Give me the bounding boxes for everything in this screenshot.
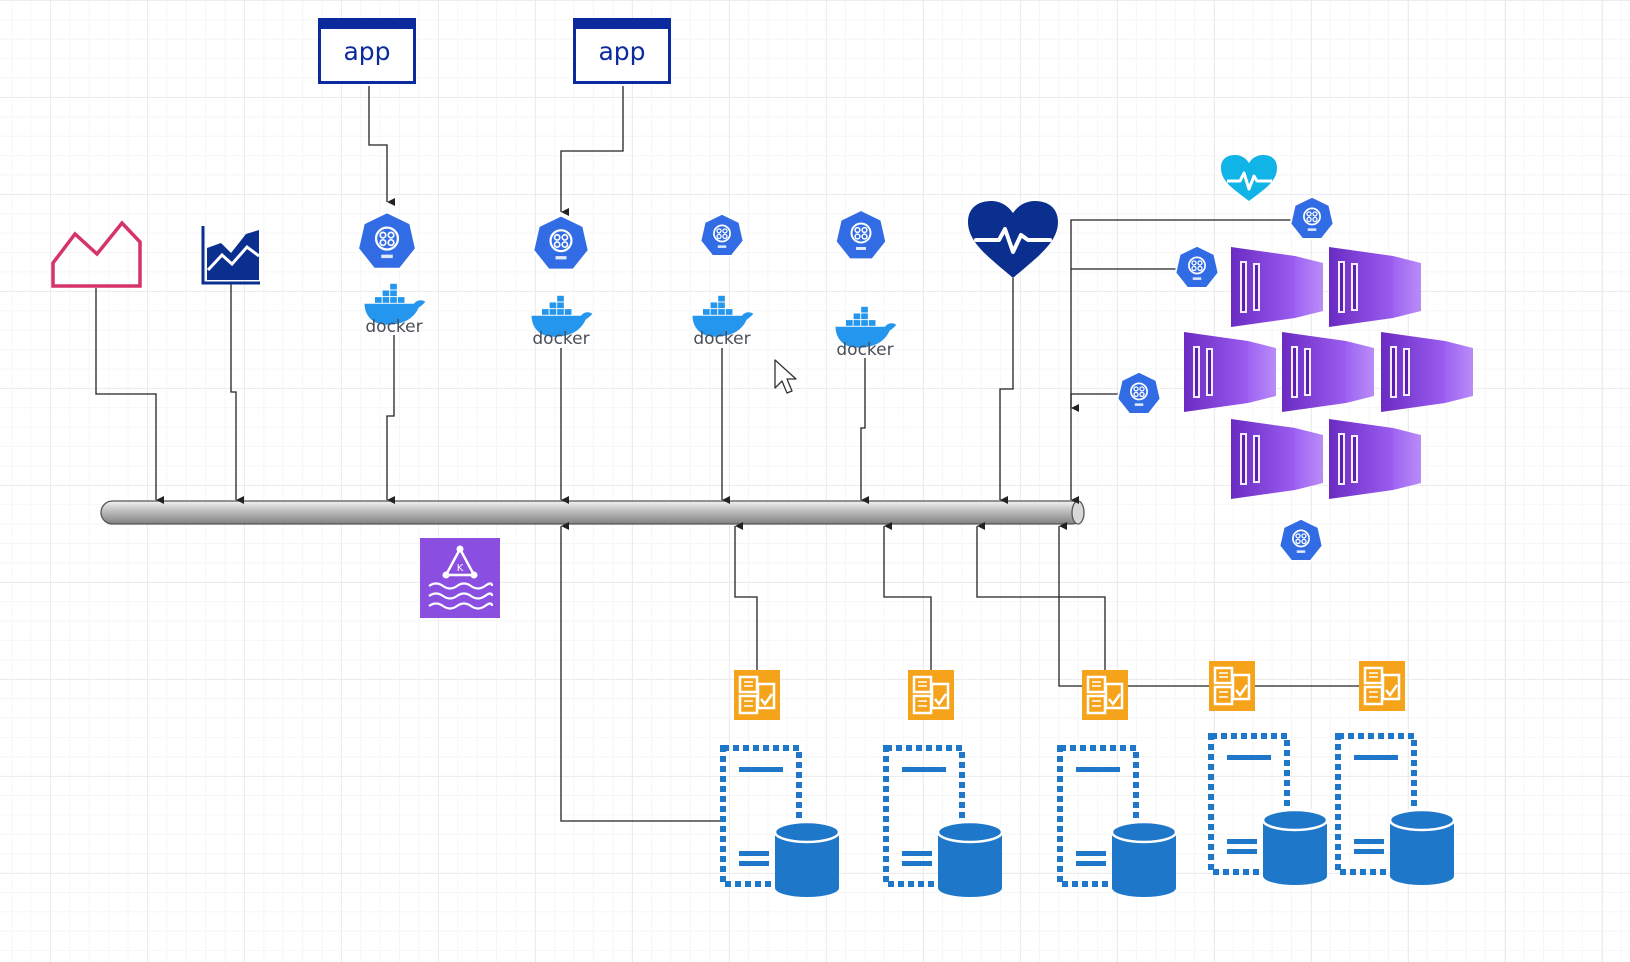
docker-icon: docker [364, 283, 426, 337]
container-instance-icon [1329, 419, 1421, 499]
app-box-2-label: app [598, 37, 646, 66]
connector-docker-1 [386, 335, 395, 504]
kinesis-letter: K [457, 563, 464, 574]
kubernetes-api-icon [532, 214, 590, 271]
connectors-up [560, 522, 1382, 822]
database-server-icon [886, 748, 1002, 897]
connector-app1-k8s [368, 86, 395, 206]
database-server-icon [723, 748, 839, 897]
connector-docker-4 [860, 358, 869, 504]
kubernetes-api-icon [1278, 518, 1324, 562]
connector-heart [999, 278, 1014, 504]
area-chart-icon [51, 220, 142, 288]
connector-aci-top [1070, 219, 1292, 412]
docker-icon: docker [835, 306, 897, 360]
connector-app2-k8s [560, 86, 624, 216]
storage-service-icon [732, 668, 782, 722]
kubernetes-api-icon [356, 210, 418, 271]
message-bus-pipe [100, 500, 1085, 525]
container-instance-icon [1184, 332, 1276, 412]
connector-area-chart [95, 288, 164, 504]
connector-storage-chain [1058, 522, 1382, 687]
docker-label: docker [693, 329, 750, 349]
connectors-down [95, 86, 1292, 504]
line-chart-icon [201, 226, 260, 285]
kubernetes-api-icon [834, 209, 888, 261]
connector-storage2-bus [883, 522, 932, 670]
docker-icon: docker [531, 295, 593, 349]
docker-label: docker [836, 340, 893, 360]
container-instance-icon [1231, 247, 1323, 327]
container-instance-icon [1282, 332, 1374, 412]
kinesis-stream-icon: K [420, 538, 500, 618]
app-box-2: app [573, 18, 671, 84]
health-heart-icon [1221, 155, 1277, 201]
container-instance-icon [1231, 419, 1323, 499]
app-box-1: app [318, 18, 416, 84]
storage-service-icon [906, 668, 956, 722]
connector-db1-bus [560, 522, 723, 822]
kubernetes-api-icon [1116, 371, 1162, 415]
container-instance-icon [1329, 247, 1421, 327]
connector-aci-low [1070, 393, 1118, 504]
kubernetes-api-icon [699, 213, 745, 257]
kubernetes-api-icon [1174, 245, 1220, 289]
docker-label: docker [365, 317, 422, 337]
mouse-cursor-icon [774, 359, 797, 394]
storage-service-icon [1080, 668, 1130, 722]
connector-line-chart [230, 284, 244, 504]
app-box-1-label: app [343, 37, 391, 66]
connector-storage1-bus [734, 522, 758, 670]
connector-storage3-bus [976, 522, 1106, 670]
storage-service-icon [1357, 659, 1407, 713]
docker-label: docker [532, 329, 589, 349]
kubernetes-api-icon [1289, 196, 1335, 240]
database-server-icon [1060, 748, 1176, 897]
database-server-icon [1338, 736, 1454, 885]
docker-icon: docker [692, 295, 754, 349]
container-instance-icon [1381, 332, 1473, 412]
health-heart-icon [968, 201, 1058, 278]
storage-service-icon [1207, 659, 1257, 713]
database-server-icon [1211, 736, 1327, 885]
